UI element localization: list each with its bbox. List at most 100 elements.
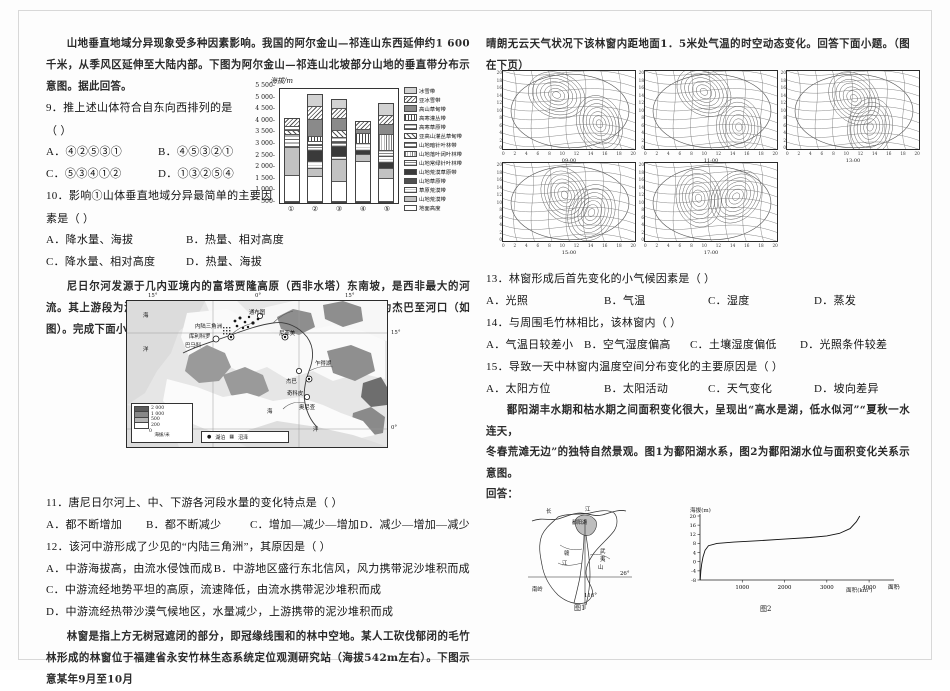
q15-option-b[interactable]: B．太阳活动 [604, 382, 669, 395]
contour-y-tick: 4 [641, 130, 644, 135]
q10-option-c[interactable]: C．降水量、相对高度 [46, 255, 156, 268]
q12-option-a[interactable]: A．中游海拔高，由流水侵蚀而成 [46, 562, 213, 575]
q11-option-c[interactable]: C．增加—减少—增加 [250, 518, 360, 531]
legend-row: 亚冰雪带 [404, 95, 462, 104]
q15-option-c[interactable]: C．天气变化 [708, 382, 773, 395]
contour-x-tick: 4 [525, 243, 528, 248]
bar-x-tick: ③ [335, 205, 343, 213]
right-column: 晴朗无云天气状况下该林窗内距地面1．5米处气温的时空动态变化。回答下面小题。（图… [486, 34, 910, 505]
bar-y-tick: 3 000- [255, 140, 275, 147]
contour-x-tick: 6 [536, 243, 540, 248]
passage-1: 山地垂直地域分异现象受多种因素影响。我国的阿尔金山—祁连山东西延伸约1 600 … [46, 37, 470, 93]
area-y-tick: -8 [691, 578, 696, 584]
contour-x-tick: 4 [809, 151, 812, 156]
contour-y-tick: 20 [496, 162, 502, 167]
question-12-stem: 12．该河中游形成了少见的“内陆三角洲”，其原因是（ ） [46, 541, 331, 553]
contour-y-tick: 4 [641, 222, 644, 227]
contour-y-tick: 20 [780, 70, 786, 75]
contour-y-tick: 0 [641, 145, 644, 150]
legend-swatch [404, 132, 417, 139]
contour-y-tick: 0 [499, 145, 502, 150]
contour-x-tick: 6 [820, 151, 824, 156]
contour-x-tick: 16 [602, 151, 608, 156]
question-13-options: A．光照 B．气温 C．湿度 D．蒸发 [486, 291, 910, 313]
contour-y-tick: 2 [499, 229, 502, 235]
q14-option-d[interactable]: D．光照条件较差 [800, 338, 888, 351]
q11-option-d[interactable]: D．减少—增加—减少 [360, 518, 470, 531]
map-legend-value: 200 [151, 423, 160, 429]
q9-option-a[interactable]: A．④②⑤③① [46, 146, 123, 158]
passage-4-line-2: 冬春荒滩无边”的独特自然景观。图1为鄱阳湖水系，图2为鄱阳湖水位与面积变化关系示… [486, 445, 910, 480]
contour-x-tick: 10 [559, 151, 565, 156]
q13-option-b[interactable]: B．气温 [604, 294, 646, 307]
bar-y-tick: 500- [261, 198, 275, 205]
contour-y-tick: 10 [638, 199, 644, 205]
bar-segment [379, 150, 394, 157]
bar-chart-ylabel: 海拔/m [270, 77, 293, 85]
map-label-bamako: 巴马科 [185, 343, 202, 349]
q9-option-c[interactable]: C．⑤③④①② [46, 167, 122, 180]
contour-x-tick: 12 [857, 151, 864, 156]
bar-segment [331, 131, 346, 139]
bar-segment-ground [379, 179, 394, 202]
q11-option-b[interactable]: B．都不断减少 [146, 518, 222, 531]
q12-option-c[interactable]: C．中游流经地势平坦的高原，流速降低，由流水携带泥沙堆积而成 [46, 584, 382, 596]
contour-x-tick: 20 [630, 243, 636, 248]
legend-swatch [404, 177, 417, 185]
contour-y-tick: 6 [783, 122, 786, 128]
area-x-axis-title: 面积(km²) [888, 583, 900, 591]
passage-3: 林窗是指上方无树冠遮闭的部分，即冠缘线围和的林中空地。某人工砍伐郁闭的毛竹林形成… [46, 630, 470, 686]
bar-segment [284, 135, 299, 148]
contour-x-tick: 2 [513, 151, 517, 156]
question-14-stem: 14．与周围毛竹林相比，该林窗内（ ） [486, 317, 682, 329]
poyang-label-wu: 武 [600, 549, 606, 555]
poyang-lon-116: 116° [584, 593, 597, 599]
q15-option-d[interactable]: D．坡向差异 [814, 382, 879, 395]
q13-option-c[interactable]: C．湿度 [708, 294, 750, 307]
legend-row: 亚高山灌丛草甸带 [404, 131, 462, 140]
contour-x-tick: 14 [587, 151, 594, 156]
contour-y-tick: 16 [496, 177, 502, 182]
q9-option-b[interactable]: B．④⑤③②① [158, 146, 234, 158]
contour-y-tick: 4 [499, 130, 502, 135]
lake-symbol-label: 湖泊 [215, 434, 226, 441]
q12-option-d[interactable]: D．中游流经热带沙漠气候地区，水量减少，上游携带的泥沙堆积而成 [46, 605, 394, 618]
map-label-ocean: 洋 [143, 347, 149, 353]
q13-option-a[interactable]: A．光照 [486, 294, 529, 307]
poyang-label-shan: 山 [598, 565, 604, 571]
contour-time-label: 15:00 [561, 250, 577, 256]
q12-option-b[interactable]: B．中游地区盛行东北信风，风力携带泥沙堆积而成 [213, 562, 470, 575]
area-chart-xlabel: 面积(km²) [846, 588, 873, 594]
legend-row: 高寒灌丛带 [404, 113, 462, 122]
contour-x-tick: 20 [772, 243, 778, 248]
bar-y-tick: 4 500- [255, 105, 275, 113]
q15-option-a[interactable]: A．太阳方位 [486, 382, 551, 395]
area-curve [699, 515, 861, 581]
question-14-options: A．气温日较差小 B．空气湿度偏高 C．土壤湿度偏低 D．光照条件较差 [486, 335, 910, 357]
bar-y-tick: 3 500- [255, 128, 275, 136]
q11-option-a[interactable]: A．都不断增加 [46, 518, 123, 531]
q10-option-a[interactable]: A．降水量、海拔 [46, 234, 134, 246]
legend-label: 山地暗针叶林带 [419, 142, 457, 149]
contour-x-tick: 16 [744, 151, 750, 156]
q9-option-d[interactable]: D．①③②⑤④ [158, 167, 235, 180]
contour-x-tick: 4 [525, 151, 528, 156]
legend-label: 山地荒漠草原带 [419, 170, 457, 176]
contour-y-tick: 8 [499, 115, 502, 120]
q10-option-d[interactable]: D．热量、海拔 [186, 255, 263, 268]
q13-option-d[interactable]: D．蒸发 [814, 294, 857, 307]
bar-segment [355, 134, 370, 145]
contour-x-tick: 20 [914, 151, 920, 156]
q10-option-b[interactable]: B．热量、相对高度 [186, 234, 285, 246]
legend-row: 山地荒漠带 [404, 195, 462, 204]
map-label-lake-chad: 乍得湖 [315, 361, 332, 367]
bar-segment [379, 104, 394, 116]
q14-option-b[interactable]: B．空气湿度偏高 [584, 338, 671, 351]
q14-option-c[interactable]: C．土壤湿度偏低 [690, 338, 777, 351]
q14-option-a[interactable]: A．气温日较差小 [486, 338, 574, 351]
contour-x-tick: 0 [644, 243, 647, 248]
bar-segment-ground [308, 176, 323, 202]
